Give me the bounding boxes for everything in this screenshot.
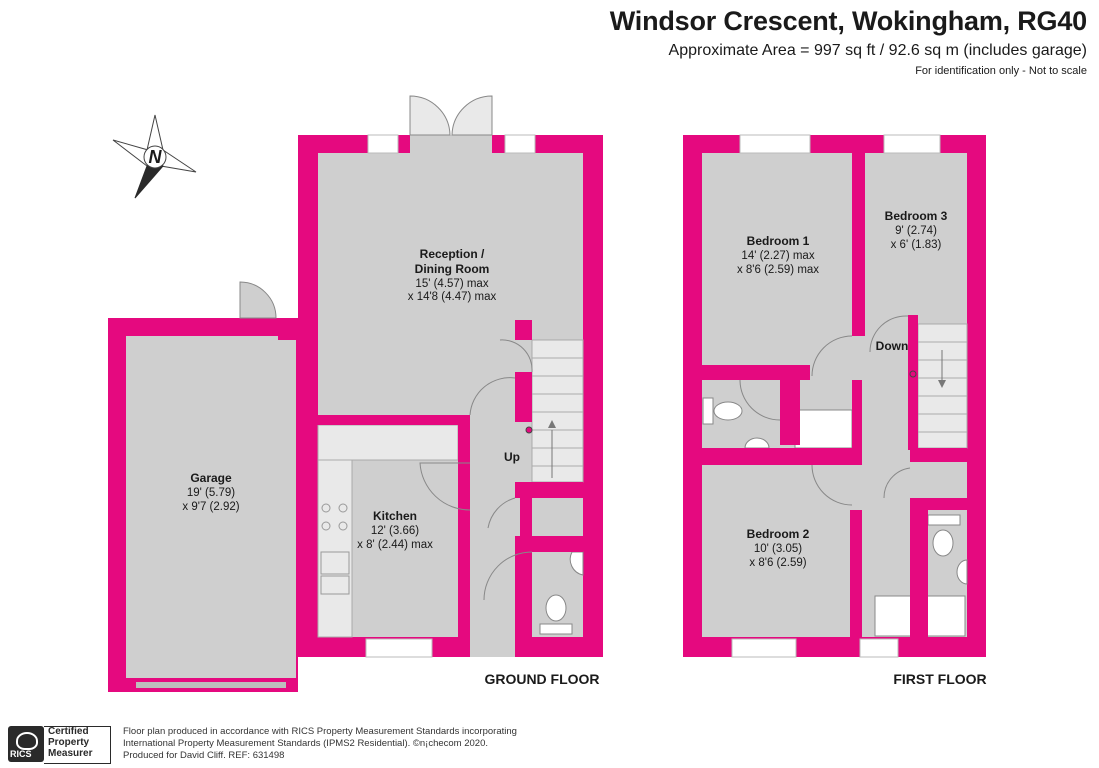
approximate-area: Approximate Area = 997 sq ft / 92.6 sq m… bbox=[668, 42, 1087, 59]
footer: RICS Certified Property Measurer Floor p… bbox=[0, 722, 1099, 768]
scale-note: For identification only - Not to scale bbox=[915, 65, 1087, 77]
badge-line-3: Measurer bbox=[48, 748, 93, 759]
first-floor-plan bbox=[683, 134, 986, 658]
ground-floor-label: GROUND FLOOR bbox=[484, 671, 599, 687]
compass-north-label: N bbox=[149, 147, 163, 167]
footer-line-1: Floor plan produced in accordance with R… bbox=[123, 726, 517, 737]
room-name-bedroom-2: Bedroom 2 bbox=[747, 527, 810, 541]
stairs-up-label: Up bbox=[504, 450, 520, 464]
room-dims-reception-line2: x 14'8 (4.47) max bbox=[408, 291, 497, 303]
room-name-kitchen: Kitchen bbox=[373, 509, 417, 523]
room-dims-kitchen-line1: 12' (3.66) bbox=[371, 525, 419, 537]
property-title: Windsor Crescent, Wokingham, RG40 bbox=[609, 6, 1087, 36]
room-dims-bedroom-3-line2: x 6' (1.83) bbox=[891, 239, 942, 251]
rics-logo-icon: RICS bbox=[8, 726, 44, 762]
footer-line-2: International Property Measurement Stand… bbox=[123, 738, 489, 749]
room-name-bedroom-3: Bedroom 3 bbox=[885, 209, 948, 223]
room-dims-bedroom-1-line2: x 8'6 (2.59) max bbox=[737, 264, 819, 276]
room-dims-bedroom-3-line1: 9' (2.74) bbox=[895, 225, 937, 237]
header: Windsor Crescent, Wokingham, RG40 Approx… bbox=[610, 6, 1087, 78]
room-dims-garage-line2: x 9'7 (2.92) bbox=[182, 501, 239, 513]
badge-line-1: Certified bbox=[48, 726, 89, 737]
footer-disclaimer: Floor plan produced in accordance with R… bbox=[123, 726, 517, 762]
room-dims-kitchen-line2: x 8' (2.44) max bbox=[357, 539, 433, 551]
ground-floor-plan bbox=[108, 95, 603, 692]
first-floor-labels: Bedroom 1 14' (2.27) max x 8'6 (2.59) ma… bbox=[737, 209, 987, 687]
footer-line-3: Produced for David Cliff. REF: 631498 bbox=[123, 750, 285, 761]
rics-logo-text: RICS bbox=[10, 749, 32, 759]
floor-plan-drawing: N bbox=[108, 95, 987, 692]
room-name-reception-line1: Reception / bbox=[420, 247, 485, 261]
first-floor-label: FIRST FLOOR bbox=[893, 671, 986, 687]
badge-line-2: Property bbox=[48, 737, 90, 748]
stairs-down-label: Down bbox=[876, 339, 909, 353]
room-name-bedroom-1: Bedroom 1 bbox=[747, 234, 810, 248]
rics-certified-text: Certified Property Measurer bbox=[48, 726, 92, 759]
room-dims-bedroom-1-line1: 14' (2.27) max bbox=[741, 250, 814, 262]
room-dims-garage-line1: 19' (5.79) bbox=[187, 487, 235, 499]
room-name-garage: Garage bbox=[190, 471, 232, 485]
rics-certified-badge: RICS Certified Property Measurer bbox=[8, 726, 111, 764]
room-dims-bedroom-2-line2: x 8'6 (2.59) bbox=[749, 557, 806, 569]
compass-icon: N bbox=[112, 114, 197, 199]
room-dims-bedroom-2-line1: 10' (3.05) bbox=[754, 543, 802, 555]
room-name-reception-line2: Dining Room bbox=[415, 262, 490, 276]
ground-floor-labels: Reception / Dining Room 15' (4.57) max x… bbox=[182, 247, 599, 687]
room-dims-reception-line1: 15' (4.57) max bbox=[415, 278, 488, 290]
